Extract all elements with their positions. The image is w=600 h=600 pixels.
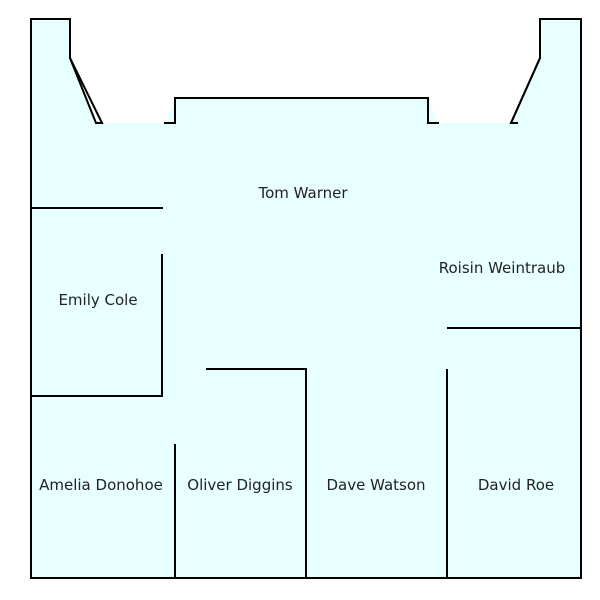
partition-oliver-dave [206, 368, 307, 579]
left-bay-wall [68, 56, 103, 124]
room-label-oliver-diggins: Oliver Diggins [187, 476, 293, 494]
room-label-emily-cole: Emily Cole [58, 291, 137, 309]
room-label-david-roe: David Roe [478, 476, 554, 494]
room-label-amelia-donohoe: Amelia Donohoe [39, 476, 163, 494]
floor-area [31, 19, 581, 578]
outer-wall-center [164, 97, 439, 124]
right-bay-wall [509, 56, 542, 124]
partition-emily-right [30, 254, 163, 397]
room-label-tom-warner: Tom Warner [257, 184, 348, 202]
room-label-dave-watson: Dave Watson [326, 476, 425, 494]
room-label-roisin-weintraub: Roisin Weintraub [439, 259, 565, 277]
